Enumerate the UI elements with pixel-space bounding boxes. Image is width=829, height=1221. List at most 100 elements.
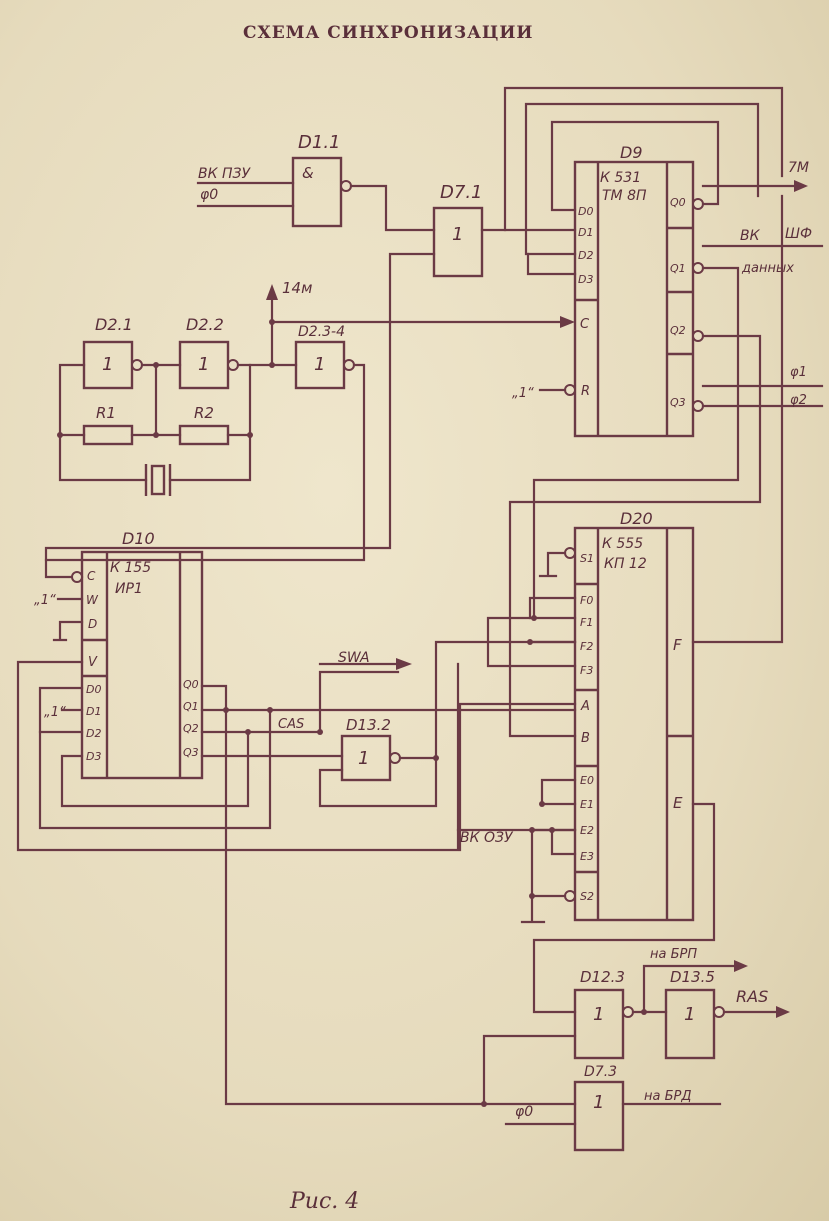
label-one-r: „1“ [512, 386, 534, 401]
gate-d2-1: 1 [82, 340, 143, 390]
svg-text:КП 12: КП 12 [604, 556, 647, 572]
chip-d10: К 155 ИР1 C W D V D0 D1 D2 D3 Q0 Q1 Q2 Q… [71, 550, 204, 780]
label-7m: 7М [788, 160, 809, 176]
svg-text:1: 1 [684, 1004, 695, 1025]
svg-text:E2: E2 [580, 824, 594, 837]
resistor-r1 [82, 424, 134, 446]
svg-text:Q2: Q2 [670, 324, 686, 337]
label-d20: D20 [620, 509, 653, 528]
gate-d12-3: 1 [573, 988, 634, 1060]
svg-text:D: D [88, 617, 97, 631]
label-d2-2: D2.2 [186, 315, 224, 334]
gate-d1-1: & [291, 156, 352, 228]
svg-text:B: B [581, 731, 590, 746]
svg-text:К 531: К 531 [600, 170, 641, 186]
gate-d2-3-4: 1 [294, 340, 355, 390]
svg-text:E1: E1 [580, 798, 594, 811]
svg-text:Q0: Q0 [670, 196, 686, 209]
label-phi0-top: φ0 [200, 187, 218, 203]
svg-text:Q3: Q3 [183, 746, 199, 759]
label-d7-3: D7.3 [584, 1064, 617, 1080]
svg-text:Q0: Q0 [183, 678, 199, 691]
label-d13-2: D13.2 [346, 716, 391, 734]
svg-text:V: V [88, 655, 98, 670]
label-phi0-bottom: φ0 [515, 1104, 533, 1120]
label-one-d1: „1“ [44, 705, 66, 720]
svg-text:E: E [673, 794, 683, 812]
label-d9: D9 [620, 143, 643, 162]
svg-text:D1: D1 [578, 226, 593, 239]
label-dannyh: данных [741, 261, 794, 276]
schematic-title: СХЕМА СИНХРОНИЗАЦИИ [243, 23, 533, 43]
label-d2-1: D2.1 [95, 315, 133, 334]
crystal-resonator [144, 464, 172, 496]
label-14m: 14м [282, 279, 312, 297]
svg-text:C: C [87, 569, 96, 583]
svg-text:E3: E3 [580, 850, 594, 863]
gate-d2-2: 1 [178, 340, 239, 390]
svg-text:C: C [580, 317, 590, 332]
gate-d7-3: 1 [573, 1080, 625, 1152]
label-d7-1: D7.1 [440, 182, 483, 203]
svg-text:S2: S2 [580, 890, 594, 903]
chip-d20: К 555 КП 12 S1 F0 F1 F2 F3 A B E0 E1 E2 … [564, 526, 695, 922]
label-d12-3: D12.3 [580, 968, 625, 986]
svg-text:Q3: Q3 [670, 396, 686, 409]
svg-text:F3: F3 [580, 664, 593, 677]
resistor-r2 [178, 424, 230, 446]
svg-text:D1: D1 [86, 705, 101, 718]
gate-d7-1: 1 [432, 206, 484, 278]
label-ras: RAS [736, 987, 768, 1006]
label-d2-3-4: D2.3-4 [298, 324, 345, 340]
label-phi2: φ2 [790, 393, 807, 408]
label-one-w: „1“ [34, 593, 56, 608]
gate-d13-5: 1 [664, 988, 725, 1060]
svg-text:F0: F0 [580, 594, 593, 607]
svg-text:E0: E0 [580, 774, 594, 787]
figure-caption: Рис. 4 [289, 1189, 359, 1214]
svg-text:S1: S1 [580, 552, 594, 565]
svg-text:D0: D0 [578, 205, 593, 218]
label-shf: ШФ [785, 226, 812, 242]
svg-text:1: 1 [593, 1092, 604, 1113]
label-d1-1: D1.1 [298, 132, 341, 153]
svg-text:1: 1 [358, 748, 369, 769]
label-d10: D10 [122, 529, 155, 548]
gate-d13-2: 1 [340, 734, 401, 782]
label-swa: SWA [338, 650, 370, 666]
label-vk-pzu: ВК ПЗУ [198, 166, 251, 182]
chip-d9: К 531 ТМ 8П D0 D1 D2 D3 C R Q0 Q1 Q2 Q3 [564, 160, 704, 438]
label-na-brd: на БРД [644, 1089, 692, 1104]
svg-text:D3: D3 [578, 273, 593, 286]
svg-text:D0: D0 [86, 683, 101, 696]
label-r2: R2 [194, 404, 214, 422]
svg-text:A: A [580, 699, 590, 714]
svg-text:ИР1: ИР1 [115, 581, 143, 597]
label-phi1: φ1 [790, 365, 807, 380]
svg-text:R: R [581, 384, 590, 399]
svg-text:1: 1 [593, 1004, 604, 1025]
label-d13-5: D13.5 [670, 968, 715, 986]
label-vk-ozu: ВК ОЗУ [460, 830, 514, 846]
svg-text:F1: F1 [580, 616, 593, 629]
svg-text:F2: F2 [580, 640, 593, 653]
svg-text:&: & [302, 164, 314, 182]
svg-text:F: F [673, 636, 682, 654]
svg-text:К 555: К 555 [602, 536, 643, 552]
label-r1: R1 [96, 404, 116, 422]
svg-text:1: 1 [452, 224, 463, 245]
svg-text:D2: D2 [86, 727, 101, 740]
svg-text:1: 1 [102, 354, 113, 375]
label-vk-out: ВК [740, 228, 761, 244]
svg-text:К 155: К 155 [110, 560, 151, 576]
svg-text:W: W [86, 593, 99, 607]
svg-text:D2: D2 [578, 249, 593, 262]
svg-text:1: 1 [198, 354, 209, 375]
label-na-brp: на БРП [650, 947, 697, 962]
label-cas: CAS [278, 717, 304, 732]
svg-text:1: 1 [314, 354, 325, 375]
svg-text:Q1: Q1 [183, 700, 199, 713]
svg-text:Q1: Q1 [670, 262, 686, 275]
svg-text:ТМ 8П: ТМ 8П [602, 188, 647, 204]
